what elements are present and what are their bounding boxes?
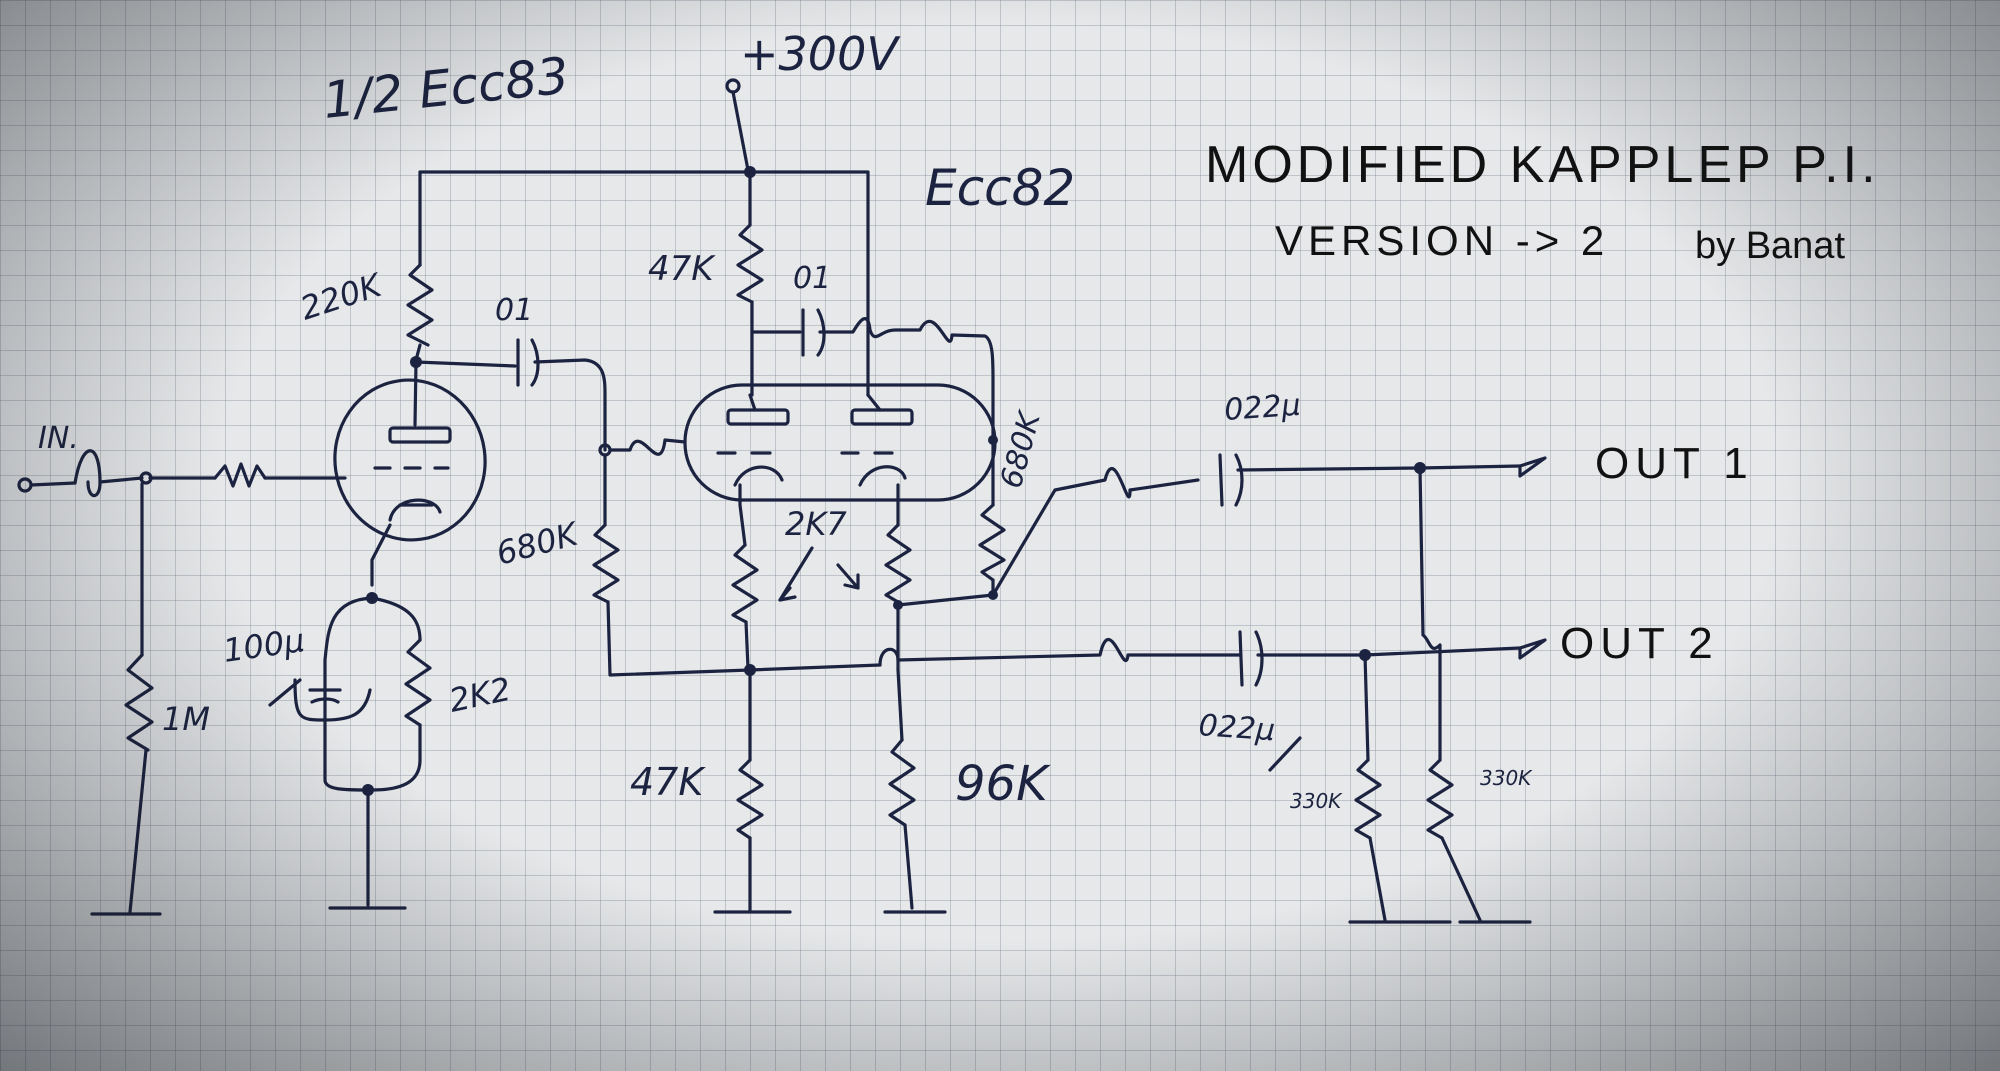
label-47k-plate: 47K (648, 249, 716, 289)
label-01-b: 01 (793, 261, 831, 296)
label-220k: 220K (296, 265, 389, 327)
output-1-network: 022µ OUT 1 (1218, 388, 1754, 762)
tube-label-ecc83: 1/2 Ecc83 (320, 46, 571, 129)
bias-resistors-2k7: 2K7 (731, 483, 912, 670)
label-330k-right: 330K (1480, 766, 1533, 790)
supply-voltage-label: +300V (740, 27, 901, 81)
label-47k-tail: 47K (630, 760, 706, 804)
plate-resistor-47k: 47K (648, 170, 764, 397)
label-330k-left: 330K (1290, 789, 1343, 813)
label-1m: 1M (162, 700, 210, 738)
label-01-a: 01 (495, 293, 533, 328)
title-line-1: MODIFIED KAPPLEP P.I. (1205, 136, 1880, 194)
ecc82-double-triode (683, 383, 997, 502)
label-out-2: OUT 2 (1560, 619, 1719, 668)
grid-return-right-680k: 680K (896, 406, 1200, 607)
supply-rail (418, 78, 870, 397)
input-section: IN. (17, 421, 347, 498)
cathode-network-stage1: 100µ 2K2 (221, 592, 514, 910)
label-100u: 100µ (221, 621, 307, 670)
label-out-1: OUT 1 (1595, 439, 1754, 488)
grid-leak-resistor-1m: 1M (90, 482, 210, 916)
author-credit: by Banat (1695, 225, 1845, 267)
tube-label-ecc82: Ecc82 (925, 159, 1075, 217)
grid-return-left-680k: 680K (492, 438, 752, 677)
label-2k2: 2K2 (446, 670, 514, 720)
plate-resistor-220k: 220K (296, 178, 434, 362)
label-96k: 96K (955, 756, 1051, 812)
label-2k7: 2K7 (785, 505, 847, 543)
input-label: IN. (38, 421, 79, 456)
title-line-2: VERSION -> 2 (1275, 217, 1609, 264)
tail-resistors: 47K 96K (630, 647, 1051, 914)
label-680k-right: 680K (994, 406, 1048, 492)
label-680k-left: 680K (492, 514, 584, 573)
label-022u-out1: 022µ (1223, 388, 1302, 428)
ecc83-triode (333, 360, 487, 587)
label-022u-out2: 022µ (1197, 708, 1276, 748)
